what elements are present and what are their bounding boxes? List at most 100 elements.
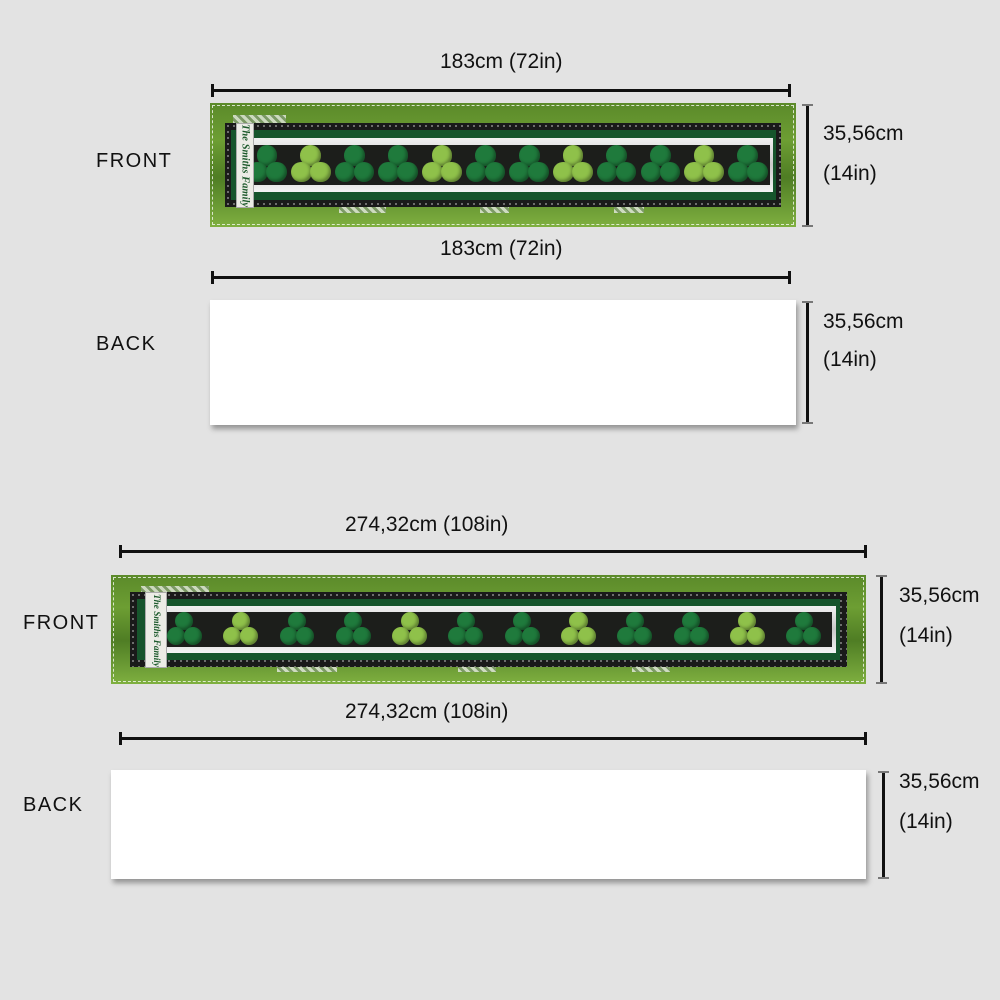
shamrock-leaf — [175, 612, 194, 631]
shamrock-leaf — [650, 145, 671, 166]
shamrock-leaf — [569, 612, 588, 631]
shamrock-strip — [245, 145, 770, 185]
shamrock-leaf — [504, 626, 523, 645]
shamrock-dark — [279, 612, 315, 647]
shamrock-leaf — [684, 161, 705, 183]
shamrock-dark — [640, 145, 681, 185]
shamrock-leaf — [309, 161, 331, 183]
shamrock-leaf — [738, 612, 757, 631]
shamrock-leaf — [727, 161, 749, 183]
shamrock-leaf — [528, 161, 550, 183]
shamrock-leaf — [408, 626, 428, 645]
shamrock-leaf — [397, 161, 418, 183]
shamrock-leaf — [392, 626, 411, 645]
lace-patch — [631, 664, 670, 672]
shamrock-leaf — [378, 161, 399, 183]
back-label-108: BACK — [23, 794, 84, 816]
lace-patch — [277, 664, 338, 672]
shamrock-leaf — [279, 626, 298, 645]
back-height-cm-72: 35,56cm — [823, 310, 904, 333]
shamrock-leaf — [746, 626, 765, 645]
back-width-label-108: 274,32cm (108in) — [345, 700, 509, 723]
shamrock-dark — [509, 145, 550, 185]
shamrock-dark — [167, 612, 202, 647]
shamrock-leaf — [617, 626, 636, 645]
back-height-dimension-line-108 — [878, 771, 889, 879]
front-runner-72in: The Smiths Family — [210, 103, 796, 227]
front-height-in-108: (14in) — [899, 624, 953, 647]
front-height-dimension-line-72 — [802, 104, 813, 227]
shamrock-light — [223, 612, 259, 647]
shamrock-strip — [156, 612, 833, 647]
shamrock-leaf — [673, 626, 692, 645]
shamrock-leaf — [167, 626, 186, 645]
shamrock-leaf — [513, 612, 532, 631]
shamrock-leaf — [431, 145, 453, 166]
shamrock-leaf — [737, 145, 759, 166]
lace-patch — [479, 204, 509, 214]
shamrock-leaf — [334, 161, 356, 183]
shamrock-leaf — [300, 145, 322, 166]
shamrock-leaf — [441, 161, 462, 183]
back-height-in-108: (14in) — [899, 810, 953, 833]
shamrock-leaf — [518, 145, 540, 166]
shamrock-leaf — [465, 626, 484, 645]
shamrock-leaf — [465, 161, 487, 183]
shamrock-leaf — [352, 626, 371, 645]
shamrock-leaf — [577, 626, 596, 645]
shamrock-leaf — [682, 612, 701, 631]
back-width-label-72: 183cm (72in) — [440, 237, 563, 260]
shamrock-leaf — [786, 626, 805, 645]
shamrock-leaf — [448, 626, 467, 645]
shamrock-dark — [465, 145, 506, 185]
back-height-cm-108: 35,56cm — [899, 770, 980, 793]
front-height-cm-108: 35,56cm — [899, 584, 980, 607]
shamrock-leaf — [794, 612, 813, 631]
front-width-label-108: 274,32cm (108in) — [345, 513, 509, 536]
lace-patch — [338, 204, 386, 214]
shamrock-leaf — [266, 161, 287, 183]
shamrock-leaf — [625, 612, 644, 631]
shamrock-leaf — [256, 145, 278, 166]
lace-patch — [233, 115, 287, 126]
shamrock-leaf — [344, 612, 363, 631]
shamrock-leaf — [615, 161, 637, 183]
shamrock-leaf — [296, 626, 315, 645]
quilt-stitch-border — [113, 577, 864, 682]
shamrock-dark — [596, 145, 637, 185]
shamrock-leaf — [183, 626, 202, 645]
shamrock-dark — [786, 612, 822, 647]
shamrock-leaf — [290, 161, 312, 183]
shamrock-leaf — [387, 145, 409, 166]
lace-patch — [141, 585, 210, 595]
shamrock-leaf — [596, 161, 618, 183]
shamrock-dark — [727, 145, 768, 185]
back-label-72: BACK — [96, 333, 157, 355]
back-height-in-72: (14in) — [823, 348, 877, 371]
lace-patch — [614, 204, 644, 214]
name-tag-text: The Smiths Family — [150, 593, 161, 667]
shamrock-light — [421, 145, 462, 185]
front-width-label-72: 183cm (72in) — [440, 50, 563, 73]
shamrock-light — [392, 612, 428, 647]
shamrock-light — [290, 145, 331, 185]
back-panel-108in — [111, 770, 866, 879]
shamrock-dark — [504, 612, 540, 647]
shamrock-leaf — [746, 161, 768, 183]
name-tag: The Smiths Family — [236, 122, 254, 209]
front-height-cm-72: 35,56cm — [823, 122, 904, 145]
front-height-dimension-line-108 — [876, 575, 887, 684]
shamrock-leaf — [572, 161, 593, 183]
shamrock-leaf — [690, 626, 709, 645]
front-label-108: FRONT — [23, 612, 100, 634]
front-width-dimension-line-72 — [211, 84, 791, 97]
shamrock-dark — [378, 145, 418, 185]
shamrock-leaf — [659, 161, 681, 183]
shamrock-leaf — [729, 626, 749, 645]
shamrock-dark — [334, 145, 375, 185]
lace-patch — [458, 664, 497, 672]
shamrock-light — [729, 612, 765, 647]
shamrock-leaf — [231, 612, 250, 631]
shamrock-leaf — [521, 626, 540, 645]
shamrock-leaf — [553, 161, 574, 183]
